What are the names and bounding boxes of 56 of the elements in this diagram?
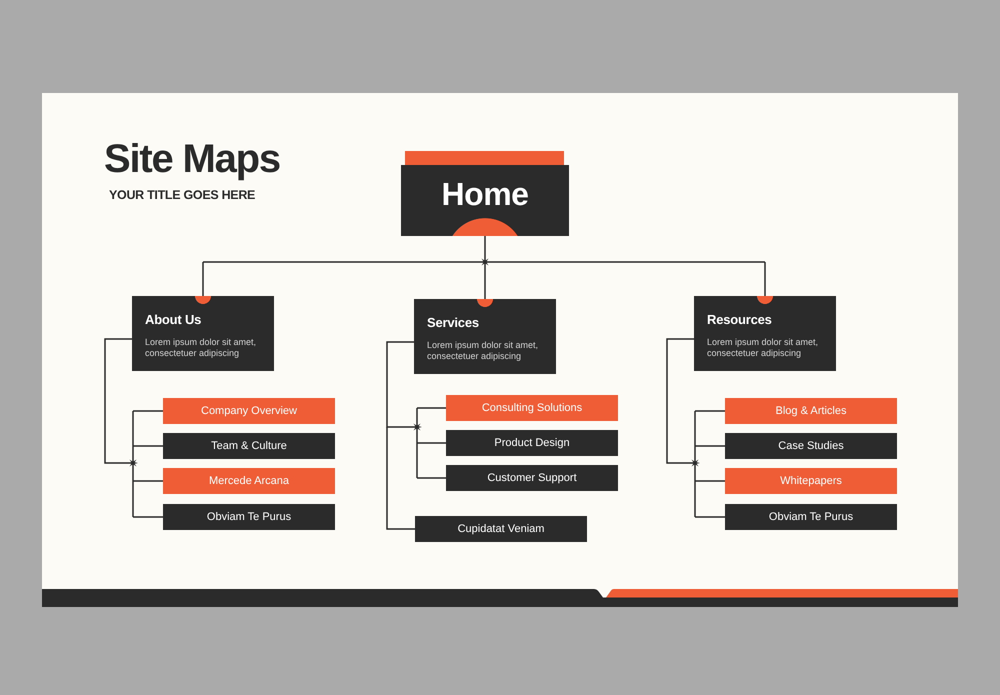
section-description: Lorem ipsum dolor sit amet, consectetuer adipiscing: [145, 337, 258, 359]
page-title: Site Maps: [104, 136, 280, 182]
page-label: Blog & Articles: [776, 404, 846, 418]
connector-line: [417, 442, 446, 444]
connector-line: [695, 480, 725, 482]
page-box: [446, 430, 618, 456]
page-label: Consulting Solutions: [482, 402, 582, 414]
section-heading: About Us: [145, 312, 202, 328]
page-label: Product Design: [494, 436, 570, 450]
page-box: [163, 433, 335, 459]
page-label: Mercede Arcana: [208, 474, 290, 488]
page-label: Whitepapers: [780, 474, 842, 488]
section-box: [694, 296, 836, 371]
connector-line: [417, 477, 446, 479]
connector-line: [133, 445, 163, 447]
home-heading: Home: [442, 176, 528, 212]
page-box: [725, 504, 897, 530]
home-box: [401, 165, 569, 236]
connector-line: [764, 262, 766, 296]
page-box: [163, 468, 335, 494]
page-box: [163, 504, 335, 530]
connector-line: [133, 516, 163, 518]
section-heading: Services: [427, 315, 480, 331]
page-box: [446, 395, 618, 421]
connector-line: [202, 235, 766, 268]
connector-line: [133, 480, 163, 482]
connector-line: [417, 407, 446, 409]
page-label: Case Studies: [778, 440, 844, 452]
section-box: [414, 299, 556, 374]
section-description: Lorem ipsum dolor sit amet, consectetuer adipiscing: [707, 337, 820, 359]
connector-line: [695, 445, 725, 447]
connector-line: [386, 427, 415, 530]
page-box: [725, 398, 897, 424]
connector-line: [133, 410, 163, 412]
connector-line: [695, 410, 725, 412]
page-label: Cupidatat Veniam: [458, 522, 544, 536]
section-description: Lorem ipsum dolor sit amet, consectetuer adipiscing: [427, 340, 540, 362]
page-subtitle: YOUR TITLE GOES HERE: [109, 188, 256, 203]
page-box: [725, 433, 897, 459]
page-box: [725, 468, 897, 494]
page-label: Customer Support: [487, 472, 577, 484]
connector-line: [666, 338, 696, 518]
section-box: [132, 296, 274, 371]
connector-line: [484, 267, 486, 299]
page-box: [163, 398, 335, 424]
page-box: [415, 516, 587, 542]
page-label: Company Overview: [201, 404, 297, 418]
connector-line: [386, 341, 418, 479]
page-label: Obviam Te Purus: [768, 510, 854, 524]
page-label: Team & Culture: [211, 440, 287, 452]
page-box: [446, 465, 618, 491]
page-label: Obviam Te Purus: [206, 510, 292, 524]
connector-line: [695, 516, 725, 518]
connector-line: [104, 338, 134, 518]
connector-line: [202, 262, 204, 296]
section-heading: Resources: [707, 312, 773, 328]
